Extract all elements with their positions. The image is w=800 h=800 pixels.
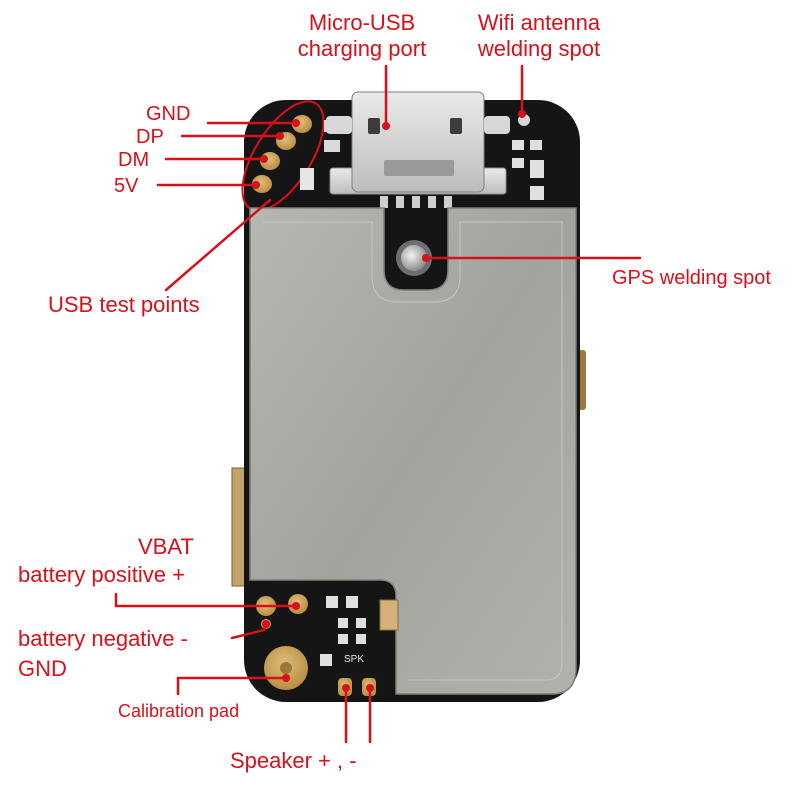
- label-micro-usb: Micro-USB charging port: [262, 10, 462, 62]
- leader-dot: [282, 674, 290, 682]
- smd-part: [530, 186, 544, 200]
- smd-part: [530, 160, 544, 178]
- smd-part: [530, 140, 542, 150]
- smd-part: [356, 634, 366, 644]
- leader-calibration: [176, 676, 288, 696]
- label-wifi-line2: welding spot: [477, 36, 601, 61]
- smd-part: [379, 599, 399, 631]
- usb-pin: [396, 196, 404, 208]
- label-wifi: Wifi antenna welding spot: [446, 10, 632, 62]
- label-micro-usb-line2: charging port: [297, 36, 427, 61]
- rf-shield-edge: [262, 221, 563, 681]
- leader-usb-test: [164, 198, 272, 292]
- smd-part: [512, 158, 524, 168]
- leader-dot: [422, 254, 430, 262]
- smd-part: [512, 140, 524, 150]
- label-dm: DM: [118, 149, 150, 171]
- smd-part: [356, 618, 366, 628]
- micro-usb-ear-right: [484, 116, 510, 134]
- label-calibration-pad: Calibration pad: [118, 701, 240, 721]
- label-wifi-line1: Wifi antenna: [477, 10, 601, 35]
- usb-pin: [444, 196, 452, 208]
- leader-dot: [260, 155, 268, 163]
- gps-solder-spot: [401, 245, 427, 271]
- label-5v: 5V: [114, 175, 139, 197]
- label-battery-negative: battery negative -: [18, 626, 188, 651]
- usb-pin: [380, 196, 388, 208]
- label-battery-positive: battery positive +: [18, 562, 185, 587]
- calibration-pad-center: [280, 662, 292, 674]
- smd-part: [320, 654, 332, 666]
- usb-pin: [412, 196, 420, 208]
- label-gnd-bottom: GND: [18, 656, 67, 681]
- leader-dot: [276, 132, 284, 140]
- leader-dot: [342, 684, 350, 692]
- label-speaker: Speaker + , -: [230, 748, 357, 773]
- micro-usb-body: [351, 91, 485, 193]
- micro-usb-mouth: [384, 160, 454, 176]
- micro-usb-slot-right: [450, 118, 462, 134]
- label-dp: DP: [136, 126, 164, 148]
- smd-part: [300, 168, 314, 190]
- label-gnd-top: GND: [146, 103, 191, 125]
- leader-dot: [292, 119, 300, 127]
- label-usb-test-points: USB test points: [48, 292, 200, 317]
- leader-dot: [518, 110, 526, 118]
- label-gps: GPS welding spot: [612, 267, 771, 289]
- rf-shield: [249, 207, 577, 695]
- leader-vbat: [114, 592, 298, 608]
- side-connector: [231, 467, 247, 587]
- label-micro-usb-line1: Micro-USB: [308, 10, 416, 35]
- smd-part: [326, 596, 338, 608]
- micro-usb-slot-left: [368, 118, 380, 134]
- leader-dot: [262, 620, 270, 628]
- leader-dot: [366, 684, 374, 692]
- leader-dot: [292, 602, 300, 610]
- silk-spk: SPK: [344, 654, 365, 665]
- smd-part: [346, 596, 358, 608]
- micro-usb-ear-left: [326, 116, 352, 134]
- leader-dot: [382, 122, 390, 130]
- leader-dot: [252, 181, 260, 189]
- usb-pin: [428, 196, 436, 208]
- smd-part: [338, 618, 348, 628]
- smd-part: [338, 634, 348, 644]
- label-vbat: VBAT: [138, 534, 194, 559]
- smd-part: [324, 140, 340, 152]
